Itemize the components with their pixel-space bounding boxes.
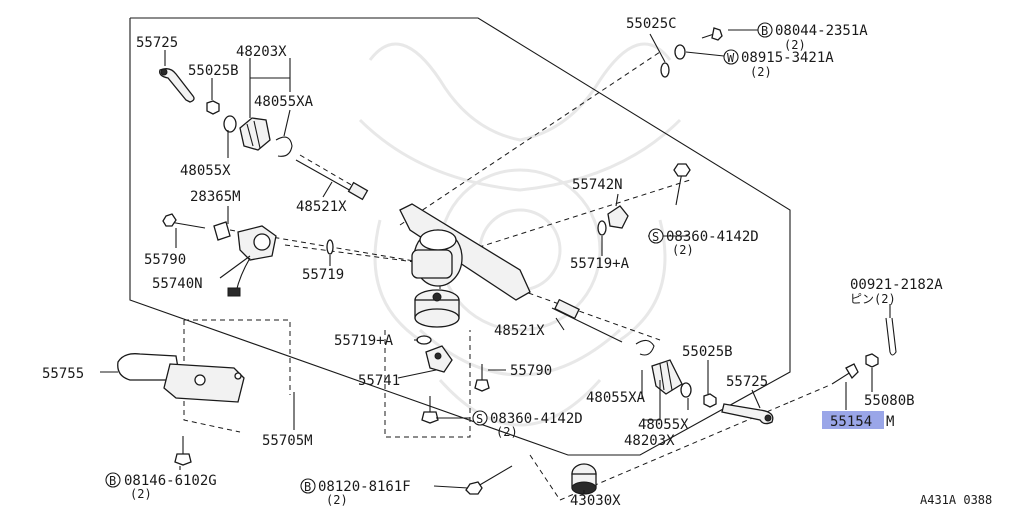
part-label-48521x-top[interactable]: 48521X [296, 199, 347, 215]
mount-bushing-icon[interactable] [571, 463, 597, 495]
qty-08044: (2) [784, 38, 806, 52]
clamp-icon[interactable] [607, 205, 629, 229]
inner-socket-icon[interactable] [295, 159, 369, 201]
prefix-b-circle [300, 478, 316, 494]
part-label-55740n[interactable]: 55740N [152, 276, 203, 292]
clip-icon[interactable] [275, 136, 293, 157]
part-label-55719a-mid[interactable]: 55719+A [334, 333, 394, 349]
bolt-icon[interactable] [474, 364, 490, 392]
part-label-08120-8161f[interactable]: 08120-8161F [318, 479, 411, 495]
boot-icon[interactable] [651, 359, 683, 395]
part-label-00921-2182a[interactable]: 00921-2182A [850, 277, 943, 293]
pinion-cover-icon[interactable] [414, 289, 460, 328]
nut-icon[interactable] [703, 393, 717, 408]
bolt-icon[interactable] [421, 396, 439, 424]
o-ring-icon[interactable] [326, 239, 334, 255]
part-label-48055xa-top[interactable]: 48055XA [254, 94, 314, 110]
bolt-icon[interactable] [162, 213, 206, 229]
sensor-dashed-box [384, 330, 471, 438]
prefix-b-circle [105, 472, 121, 488]
bolt-icon[interactable] [465, 465, 513, 495]
part-label-48521x-mid[interactable]: 48521X [494, 323, 545, 339]
part-label-08146-6102g[interactable]: 08146-6102G [124, 473, 217, 489]
prefix-w-circle [723, 49, 739, 65]
washer-icon[interactable] [660, 44, 686, 78]
qty-08360-right: (2) [672, 243, 694, 257]
part-label-55719a-right[interactable]: 55719+A [570, 256, 630, 272]
qty-08915: (2) [750, 65, 772, 79]
part-label-28365m[interactable]: 28365M [190, 189, 241, 205]
part-label-08915-3421a[interactable]: 08915-3421A [741, 50, 834, 66]
band-icon[interactable] [680, 382, 692, 398]
part-label-08044-2351a[interactable]: 08044-2351A [775, 23, 868, 39]
prefix-s-icon: S [652, 230, 659, 244]
part-label-55705m[interactable]: 55705M [262, 433, 313, 449]
prefix-s-icon: S [476, 412, 483, 426]
qty-08120: (2) [326, 493, 348, 507]
prefix-b-icon: B [304, 480, 311, 494]
part-label-48203x-mid[interactable]: 48203X [624, 433, 675, 449]
part-label-48203x-top[interactable]: 48203X [236, 44, 287, 60]
bolt-icon[interactable] [673, 163, 691, 206]
part-label-55790-mid[interactable]: 55790 [510, 363, 552, 379]
part-label-55790-left[interactable]: 55790 [144, 252, 186, 268]
tie-rod-end-icon[interactable] [159, 68, 195, 103]
actuator-icon[interactable] [227, 225, 277, 297]
bolt-icon[interactable] [701, 27, 723, 41]
part-label-55025b-mid[interactable]: 55025B [682, 344, 733, 360]
part-label-55725-mid[interactable]: 55725 [726, 374, 768, 390]
part-label-48055xa-mid[interactable]: 48055XA [586, 390, 646, 406]
leader-lines [100, 29, 891, 494]
cotter-pin-icon[interactable] [885, 317, 897, 356]
prefix-w-icon: W [727, 51, 735, 65]
part-label-43030x[interactable]: 43030X [570, 493, 621, 509]
bracket-dashed-box [183, 319, 291, 433]
part-labels: 55725 48203X 55025B 48055XA 48055X 48521… [42, 16, 992, 509]
nut-icon[interactable] [865, 353, 879, 368]
bolt-icon[interactable] [174, 436, 192, 466]
prefix-b-circle [757, 22, 773, 38]
part-sublabel-pin: ピン(2) [850, 292, 896, 306]
band-icon[interactable] [223, 115, 237, 133]
prefix-s-circle [472, 410, 488, 426]
part-label-08360-4142d-right[interactable]: 08360-4142D [666, 229, 759, 245]
part-label-48055x-mid[interactable]: 48055X [638, 417, 689, 433]
part-label-55741[interactable]: 55741 [358, 373, 400, 389]
tie-rod-end-icon[interactable] [721, 403, 774, 425]
sensor-bracket-icon[interactable] [425, 345, 453, 373]
clip-icon[interactable] [635, 339, 655, 356]
part-label-55742n[interactable]: 55742N [572, 177, 623, 193]
gear-housing-icon[interactable] [399, 203, 531, 301]
part-label-55755[interactable]: 55755 [42, 366, 84, 382]
part-label-55154[interactable]: 55154 [830, 414, 872, 430]
highlight-55154 [822, 411, 884, 429]
part-label-55080b[interactable]: 55080B [864, 393, 915, 409]
assembly-outline [129, 17, 791, 456]
prefix-b-icon: B [761, 24, 768, 38]
bleeder-icon[interactable] [831, 363, 859, 385]
part-label-55025c[interactable]: 55025C [626, 16, 677, 32]
part-label-48055x-top[interactable]: 48055X [180, 163, 231, 179]
bracket-small-icon[interactable] [213, 221, 231, 241]
qty-08360-mid: (2) [496, 425, 518, 439]
boot-icon[interactable] [239, 117, 271, 151]
diagram-code: A431A 0388 [920, 493, 992, 507]
part-label-55025b-top[interactable]: 55025B [188, 63, 239, 79]
part-label-55719[interactable]: 55719 [302, 267, 344, 283]
nut-icon[interactable] [206, 100, 220, 115]
part-label-55154-suffix: M [886, 414, 894, 430]
prefix-b-icon: B [109, 474, 116, 488]
inner-socket-icon[interactable] [551, 298, 623, 343]
bracket-icon[interactable] [163, 363, 245, 403]
prefix-s-circle [648, 228, 664, 244]
part-label-55725-top[interactable]: 55725 [136, 35, 178, 51]
o-ring-icon[interactable] [416, 335, 432, 345]
o-ring-icon[interactable] [597, 220, 607, 236]
qty-08146: (2) [130, 487, 152, 501]
part-label-08360-4142d-mid[interactable]: 08360-4142D [490, 411, 583, 427]
